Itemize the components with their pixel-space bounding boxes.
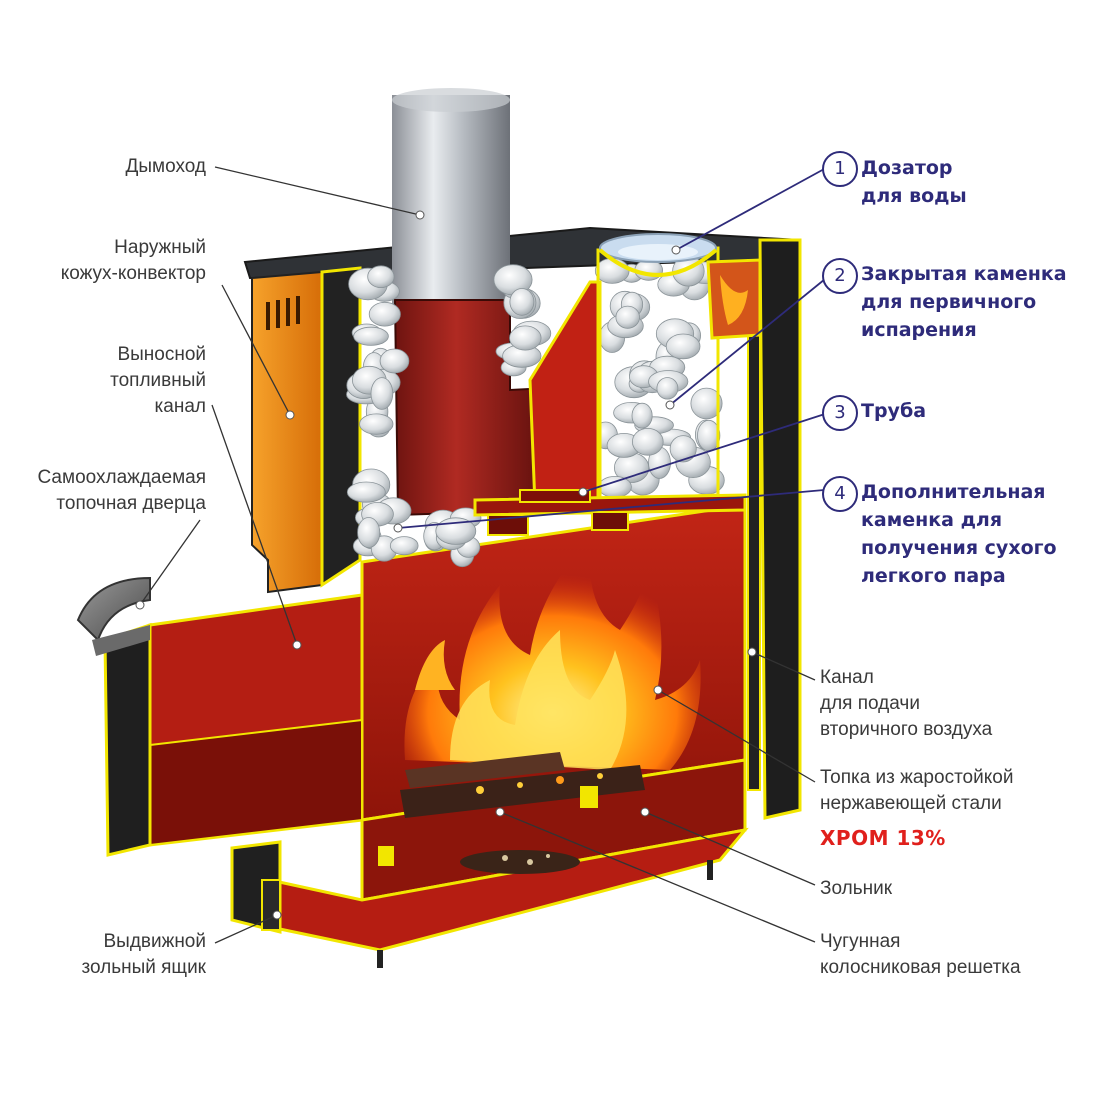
label-chimney: Дымоход (125, 156, 206, 177)
badge-1: 1 (822, 151, 858, 187)
label-door: Самоохлаждаемая топочная дверца (37, 467, 207, 514)
stone (669, 435, 697, 463)
badge-4: 4 (822, 476, 858, 512)
stone (389, 536, 419, 556)
stone (631, 427, 664, 456)
label-water-doser: Дозатор для воды (861, 157, 967, 207)
stone (631, 402, 653, 429)
ash-pile (460, 850, 580, 874)
badge-2: 2 (822, 258, 858, 294)
stone (509, 288, 535, 316)
label-pipe: Труба (861, 400, 927, 422)
label-firebox: Топка из жаростойкой нержавеющей стали (820, 767, 1014, 814)
label-grate: Чугунная колосниковая решетка (820, 931, 1021, 978)
logs-on-grate (378, 752, 645, 866)
label-fuel-channel: Выносной топливный канал (110, 344, 206, 417)
label-additional-heater: Дополнительная каменка для получения сух… (861, 481, 1057, 587)
label-secondary-air-channel: Канал для подачи вторичного воздуха (820, 667, 993, 740)
leader-lines (139, 166, 831, 944)
label-ash-pit: Зольник (820, 878, 893, 899)
stone (379, 348, 410, 374)
stone (353, 326, 389, 346)
stone (359, 413, 394, 435)
leader-dots (135, 210, 757, 920)
stone (368, 301, 401, 327)
stone (367, 265, 395, 289)
label-outer-casing: Наружный кожух-конвектор (60, 237, 206, 284)
ash-drawer (230, 840, 282, 934)
stone (357, 517, 381, 548)
internal-pipe (473, 489, 747, 536)
fuel-channel (103, 593, 364, 857)
stone (346, 481, 386, 503)
stone (665, 333, 701, 360)
label-ash-drawer: Выдвижной зольный ящик (81, 931, 206, 978)
self-cooling-door (76, 576, 151, 656)
label-closed-heater: Закрытая каменка для первичного испарени… (861, 263, 1067, 341)
stone (615, 305, 640, 329)
flames (404, 540, 701, 770)
stone (509, 325, 542, 351)
vent-slots (266, 296, 300, 330)
stone (598, 475, 632, 498)
stone (594, 257, 630, 284)
stone (656, 377, 679, 400)
stone (370, 377, 394, 410)
water-doser (598, 233, 718, 277)
badge-3: 3 (822, 395, 858, 431)
stone (690, 387, 723, 420)
label-chrome-percent: ХРОМ 13% (820, 826, 946, 850)
